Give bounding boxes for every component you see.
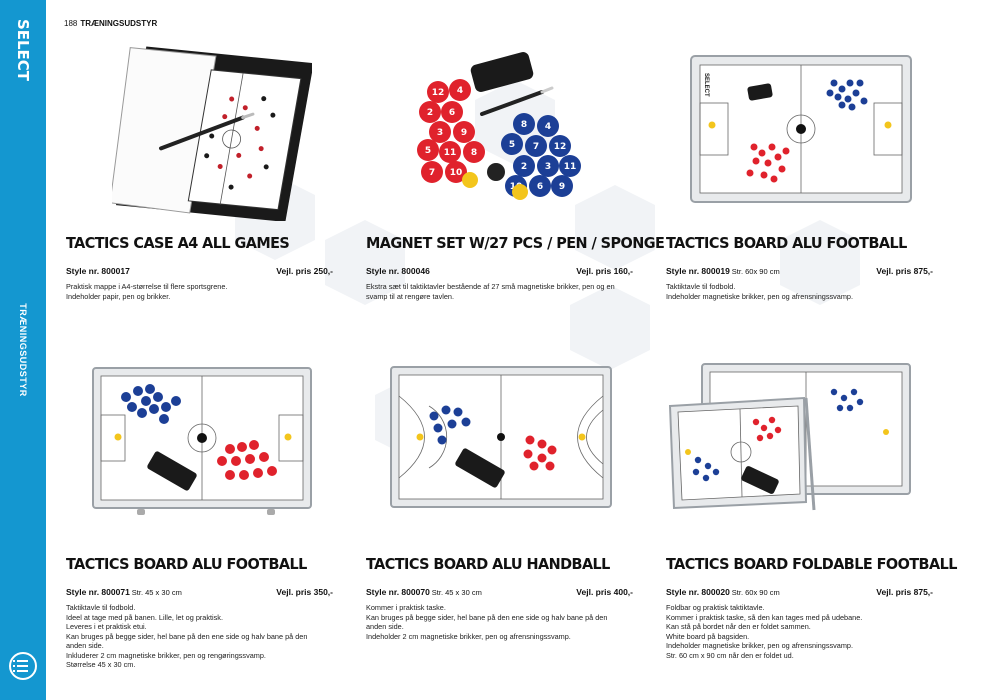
magnet-label: 2 — [427, 108, 433, 118]
magnet-label: 4 — [545, 122, 551, 132]
description-line: Kan bruges på begge sider, hel bane på d… — [66, 631, 308, 641]
product-description: Foldbar og praktisk taktiktavle. Kommer … — [666, 603, 936, 660]
magnet-label: 9 — [559, 182, 565, 192]
sidebar: SELECT TRÆNINGSUDSTYR — [0, 0, 46, 700]
page-section: TRÆNINGSUDSTYR — [80, 19, 158, 28]
description-line: Størrelse 45 x 30 cm. — [66, 660, 136, 669]
product-price: Vejl. pris 875,- — [876, 587, 933, 597]
description-line: Kommer i praktisk taske. — [366, 603, 446, 612]
description-line: Inkluderer 2 cm magnetiske brikker, pen … — [66, 650, 266, 660]
magnet-label: 6 — [449, 108, 455, 118]
product-card: TACTICS BOARD ALU HANDBALL Style nr. 800… — [366, 555, 636, 641]
magnet-label: 3 — [437, 128, 443, 138]
description-line: Ideel at tage med på banen. Lille, let o… — [66, 612, 223, 622]
description-line: Kan bruges på begge sider, hel bane på d… — [366, 612, 608, 622]
description-line: White board på bagsiden. — [666, 631, 750, 641]
product-size: Str. 60x 90 cm — [731, 267, 780, 276]
description-line: Kan stå på bordet når den er foldet samm… — [666, 622, 811, 631]
magnet-label: 8 — [471, 148, 477, 158]
product-description: Praktisk mappe i A4-størrelse til flere … — [66, 282, 336, 301]
product-card: TACTICS BOARD ALU FOOTBALL Style nr. 800… — [666, 234, 936, 301]
tactics-board-handball-image — [390, 366, 612, 508]
magnet-label: 9 — [461, 128, 467, 138]
product-card: TACTICS BOARD FOLDABLE FOOTBALL Style nr… — [666, 555, 957, 660]
product-size: Str. 45 x 30 cm — [431, 588, 482, 597]
product-price: Vejl. pris 350,- — [276, 587, 333, 597]
product-style-row: Style nr. 800017 Vejl. pris 250,- — [66, 266, 336, 278]
style-number: Style nr. 800019 — [666, 266, 730, 276]
magnet-set-image: 12 4 2 6 3 9 5 11 8 7 10 8 4 5 7 12 2 3 … — [417, 52, 581, 200]
description-line: svamp til at rengøre tavlen. — [366, 291, 455, 301]
description-line: Taktiktavle til fodbold. — [66, 603, 136, 612]
magnet-label: 4 — [457, 86, 463, 96]
product-price: Vejl. pris 250,- — [276, 266, 333, 276]
style-number: Style nr. 800017 — [66, 266, 130, 276]
magnet-label: 12 — [432, 88, 445, 98]
magnet-label: 5 — [509, 140, 515, 150]
tactics-board-foldable-image — [668, 363, 911, 511]
product-title: TACTICS BOARD ALU FOOTBALL — [66, 555, 307, 573]
magnet-label: 2 — [521, 162, 527, 172]
product-card: TACTICS BOARD ALU FOOTBALL Style nr. 800… — [66, 555, 336, 670]
style-number: Style nr. 800070 — [366, 587, 430, 597]
product-description: Taktiktavle til fodbold. Ideel at tage m… — [66, 603, 336, 670]
style-number: Style nr. 800071 — [66, 587, 130, 597]
magnet-label: 7 — [429, 168, 435, 178]
description-line: Foldbar og praktisk taktiktavle. — [666, 603, 765, 612]
product-description: Taktiktavle til fodbold. Indeholder magn… — [666, 282, 936, 301]
style-number: Style nr. 800020 — [666, 587, 730, 597]
magnet-label: 11 — [444, 148, 457, 158]
product-title: TACTICS BOARD ALU HANDBALL — [366, 555, 610, 573]
description-line: anden side. — [66, 641, 104, 650]
page-number: 188 — [64, 19, 78, 28]
tactics-board-small-image — [92, 367, 312, 515]
product-card: MAGNET SET W/27 PCS / PEN / SPONGE Style… — [366, 234, 665, 301]
description-line: Ekstra sæt til taktiktavler bestående af… — [366, 282, 615, 291]
product-size: Str. 45 x 30 cm — [131, 588, 182, 597]
description-line: anden side. — [366, 622, 404, 631]
product-title: MAGNET SET W/27 PCS / PEN / SPONGE — [366, 234, 665, 252]
magnet-label: 3 — [545, 162, 551, 172]
description-line: Indeholder magnetiske brikker, pen og af… — [666, 641, 853, 650]
magnet-label: 5 — [425, 146, 431, 156]
product-title: TACTICS BOARD ALU FOOTBALL — [666, 234, 907, 252]
description-line: Leveres i et praktisk etui. — [66, 622, 147, 631]
description-line: Indeholder 2 cm magnetiske brikker, pen … — [366, 631, 571, 641]
list-icon — [9, 652, 37, 680]
description-line: Kommer i praktisk taske, så den kan tage… — [666, 612, 863, 622]
description-line: Indeholder papir, pen og brikker. — [66, 291, 171, 301]
tactics-board-large-image: SELECT — [690, 55, 912, 203]
magnet-label: 7 — [533, 142, 539, 152]
style-number: Style nr. 800046 — [366, 266, 430, 276]
magnet-label: 11 — [564, 162, 577, 172]
magnet-label: 12 — [554, 142, 567, 152]
description-line: Praktisk mappe i A4-størrelse til flere … — [66, 282, 228, 291]
product-size: Str. 60x 90 cm — [731, 588, 780, 597]
magnet-label: 10 — [450, 168, 463, 178]
product-description: Kommer i praktisk taske. Kan bruges på b… — [366, 603, 636, 641]
product-title: TACTICS BOARD FOLDABLE FOOTBALL — [666, 555, 957, 573]
product-card: TACTICS CASE A4 ALL GAMES Style nr. 8000… — [66, 234, 336, 301]
description-line: Str. 60 cm x 90 cm når den er foldet ud. — [666, 650, 794, 660]
product-price: Vejl. pris 160,- — [576, 266, 633, 276]
description-line: Indeholder magnetiske brikker, pen og af… — [666, 291, 853, 301]
product-style-row: Style nr. 800046 Vejl. pris 160,- — [366, 266, 636, 278]
product-title: TACTICS CASE A4 ALL GAMES — [66, 234, 290, 252]
magnet-label: 8 — [521, 120, 527, 130]
tactics-case-image — [112, 46, 312, 221]
product-description: Ekstra sæt til taktiktavler bestående af… — [366, 282, 636, 301]
product-price: Vejl. pris 875,- — [876, 266, 933, 276]
board-brand-mark: SELECT — [703, 73, 709, 97]
description-line: Taktiktavle til fodbold. — [666, 282, 736, 291]
magnet-label: 6 — [537, 182, 543, 192]
product-price: Vejl. pris 400,- — [576, 587, 633, 597]
